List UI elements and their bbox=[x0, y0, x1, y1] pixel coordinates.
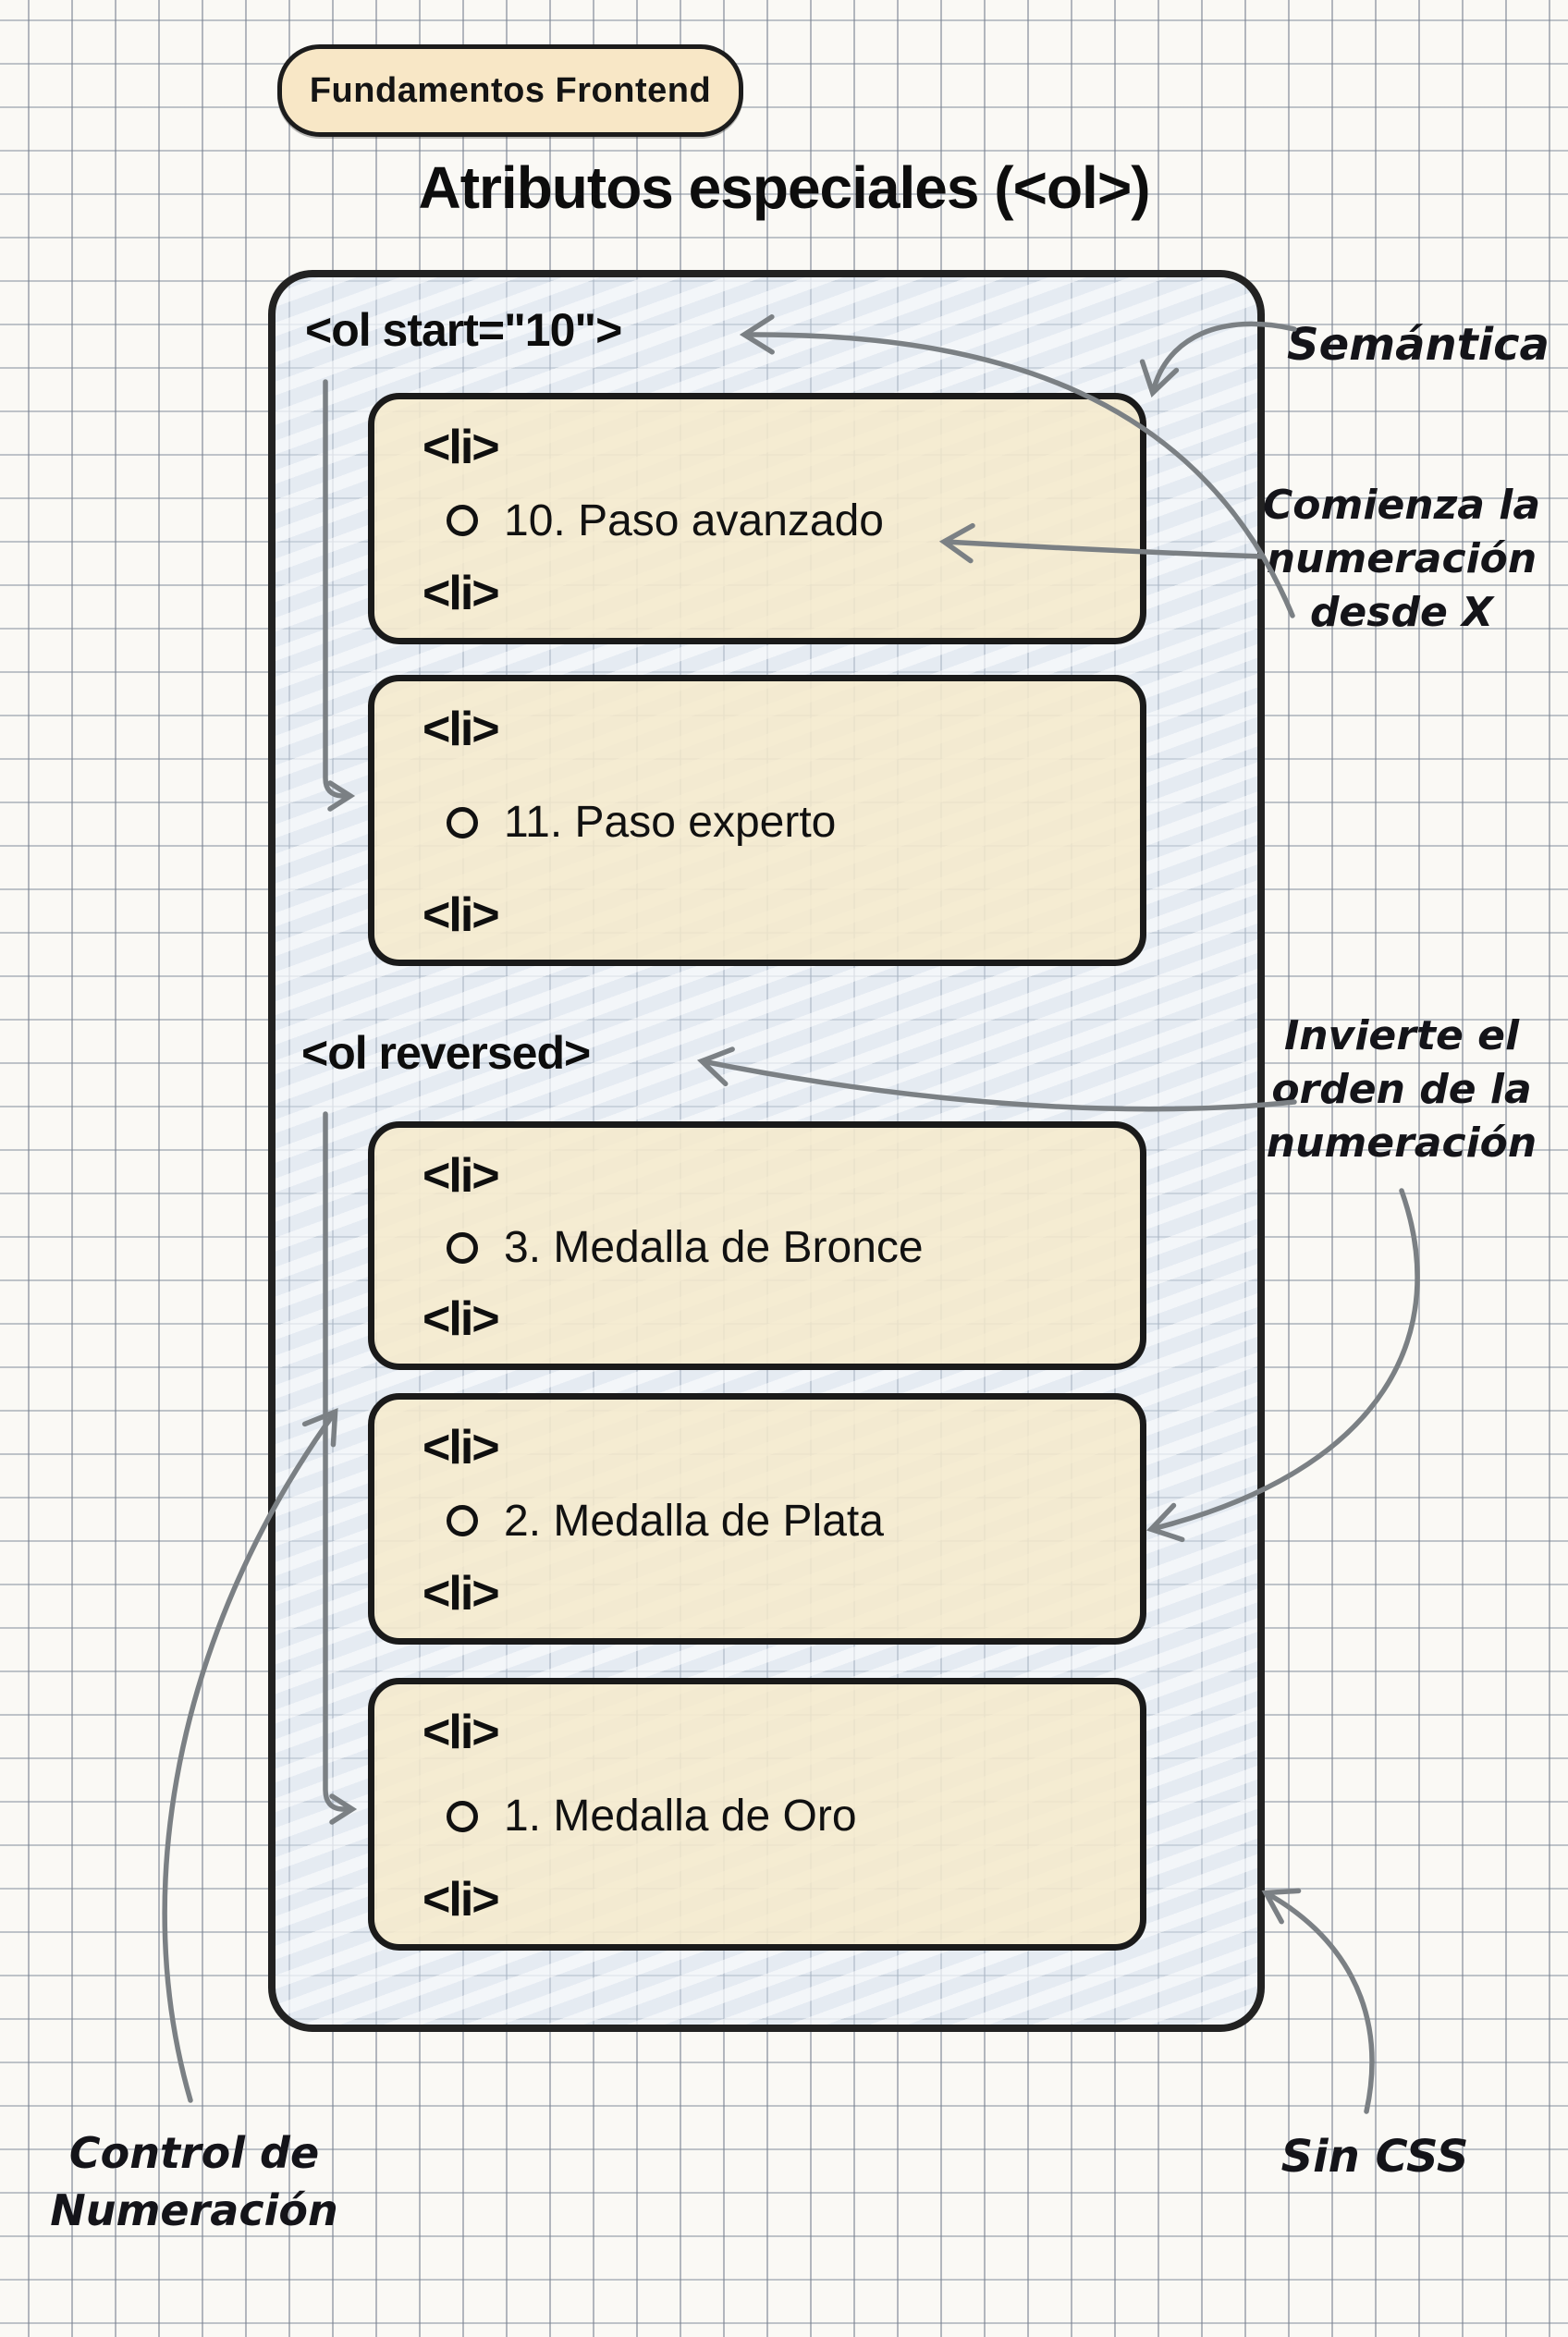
list-item-text: 1. Medalla de Oro bbox=[504, 1792, 857, 1841]
page-title: Atributos especiales (<ol>) bbox=[418, 154, 1150, 221]
course-badge: Fundamentos Frontend bbox=[277, 44, 743, 137]
ol-reversed-tag-label: <ol reversed> bbox=[301, 1027, 591, 1079]
li-open-tag: <li> bbox=[423, 1149, 500, 1203]
list-item-row: 3. Medalla de Bronce bbox=[447, 1222, 1112, 1273]
list-item-row: 11. Paso experto bbox=[447, 797, 1112, 848]
course-badge-label: Fundamentos Frontend bbox=[309, 70, 712, 110]
list-item-row: 2. Medalla de Plata bbox=[447, 1496, 1112, 1547]
li-close-tag: <li> bbox=[423, 888, 500, 942]
li-card-medalla-oro: <li> 1. Medalla de Oro <li> bbox=[368, 1678, 1146, 1951]
li-close-tag: <li> bbox=[423, 1292, 500, 1346]
li-open-tag: <li> bbox=[423, 421, 500, 474]
annotation-semantica: Semántica bbox=[1287, 319, 1550, 371]
bullet-circle-icon bbox=[447, 1231, 478, 1264]
annotation-sin-css: Sin CSS bbox=[1280, 2131, 1469, 2183]
list-item-text: 10. Paso avanzado bbox=[504, 496, 884, 545]
li-card-paso-avanzado: <li> 10. Paso avanzado <li> bbox=[368, 393, 1146, 644]
li-open-tag: <li> bbox=[423, 703, 500, 756]
bullet-circle-icon bbox=[447, 806, 478, 838]
bullet-circle-icon bbox=[447, 505, 478, 536]
li-card-medalla-bronce: <li> 3. Medalla de Bronce <li> bbox=[368, 1121, 1146, 1370]
li-close-tag: <li> bbox=[423, 1873, 500, 1927]
annotation-invierte-orden: Invierte el orden de la numeración bbox=[1266, 1012, 1537, 1167]
li-open-tag: <li> bbox=[423, 1421, 500, 1474]
bullet-circle-icon bbox=[447, 1800, 478, 1832]
ol-start-tag-label: <ol start="10"> bbox=[305, 304, 622, 356]
annotation-comienza-numeracion: Comienza la numeración desde X bbox=[1263, 482, 1541, 636]
li-card-medalla-plata: <li> 2. Medalla de Plata <li> bbox=[368, 1393, 1146, 1645]
li-close-tag: <li> bbox=[423, 1567, 500, 1621]
li-open-tag: <li> bbox=[423, 1706, 500, 1759]
list-item-text: 2. Medalla de Plata bbox=[504, 1496, 884, 1546]
sin-css-arrow bbox=[1261, 1888, 1375, 2114]
li-close-tag: <li> bbox=[423, 567, 500, 620]
list-item-row: 10. Paso avanzado bbox=[447, 496, 1112, 546]
annotation-control-numeracion: Control de Numeración bbox=[50, 2128, 338, 2235]
li-card-paso-experto: <li> 11. Paso experto <li> bbox=[368, 675, 1146, 966]
list-item-row: 1. Medalla de Oro bbox=[447, 1791, 1112, 1841]
list-item-text: 3. Medalla de Bronce bbox=[504, 1223, 924, 1272]
list-item-text: 11. Paso experto bbox=[504, 798, 837, 847]
bullet-circle-icon bbox=[447, 1505, 478, 1536]
